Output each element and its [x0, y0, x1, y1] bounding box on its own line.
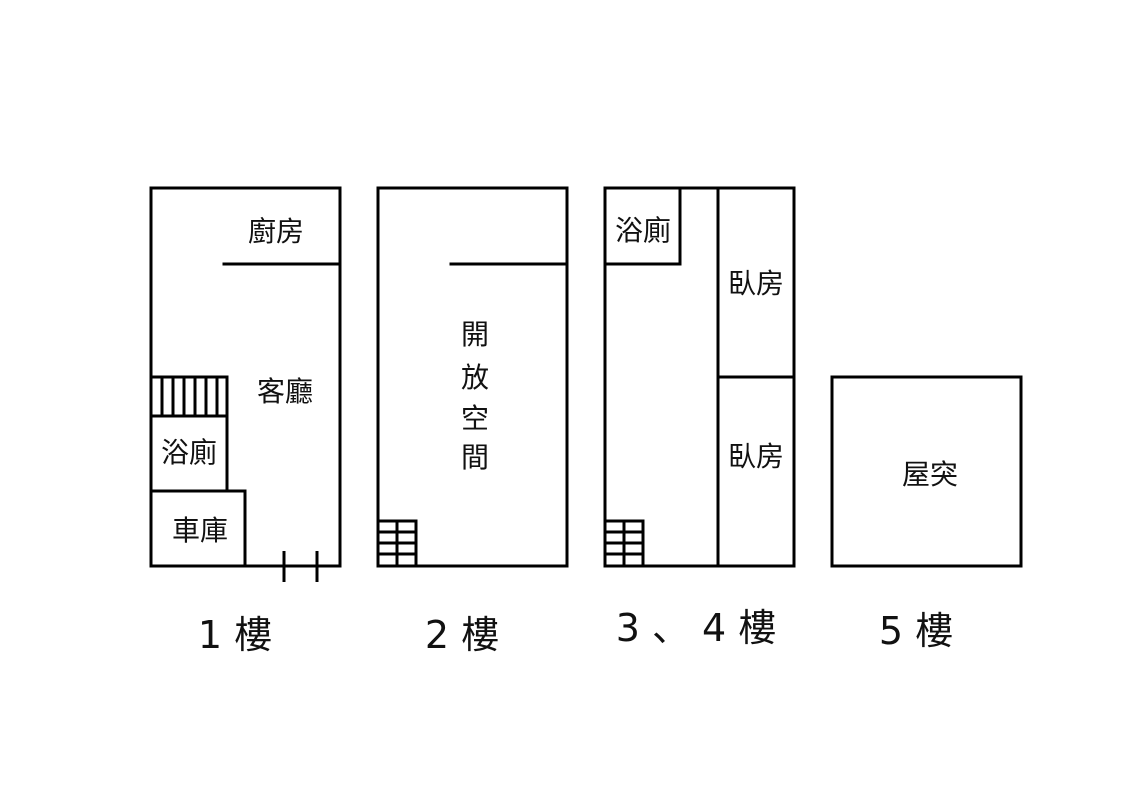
floor-5-label: 5 樓	[879, 609, 953, 653]
floor-5-rooftop-label: 屋突	[902, 458, 958, 491]
floor-2-open-space-label: 開 放 空 間	[461, 318, 489, 474]
open-space-char-2: 放	[461, 361, 489, 394]
floor-3-4-bath-room	[603, 186, 682, 266]
floor-1-garage-label: 車庫	[172, 514, 228, 547]
floor-2-stair-icon	[376, 519, 418, 568]
floor-2-plan: 開 放 空 間 2 樓	[376, 186, 569, 657]
floor-1-garage-room	[149, 489, 247, 568]
floor-3-4-stair-icon	[603, 519, 645, 568]
floor-3-4-label: 3 、 4 樓	[616, 606, 777, 650]
floor-3-4-plan: 浴廁 臥房 臥房 3 、 4 樓	[603, 186, 796, 650]
floor-2-outline	[376, 186, 569, 568]
floor-1-plan: 廚房 客廳 浴廁 車庫 1 樓	[149, 186, 342, 657]
floor-1-stair-icon	[149, 375, 229, 418]
floor-2-label: 2 樓	[425, 613, 499, 657]
open-space-char-1: 開	[461, 318, 489, 351]
floor-1-label: 1 樓	[198, 613, 272, 657]
floor-3-4-bath-label: 浴廁	[615, 214, 671, 247]
open-space-char-3: 空	[461, 402, 489, 435]
floor-5-plan: 屋突 5 樓	[830, 375, 1023, 653]
floor-3-4-bedroom-lower-label: 臥房	[728, 440, 784, 473]
floor-1-living-label: 客廳	[257, 375, 313, 408]
open-space-char-4: 間	[461, 441, 489, 474]
floor-1-bath-label: 浴廁	[161, 436, 217, 469]
floor-3-4-bedroom-upper-label: 臥房	[728, 267, 784, 300]
floor-5-outline	[830, 375, 1023, 568]
floor-1-kitchen-label: 廚房	[248, 215, 304, 248]
